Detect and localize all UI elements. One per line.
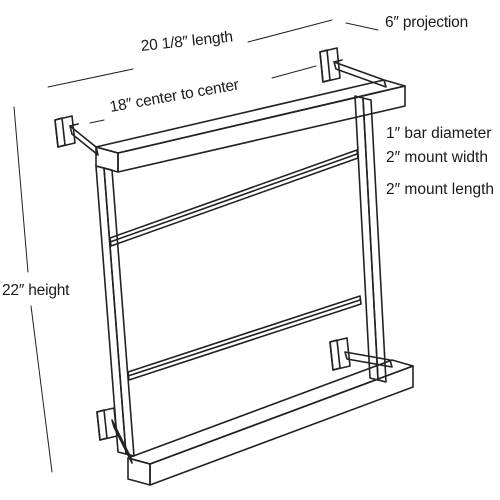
- spec-mount-length: 2″ mount length: [386, 181, 495, 198]
- spec-mount-width: 2″ mount width: [386, 149, 488, 166]
- bottom-bar: [127, 359, 414, 486]
- top-bar: [95, 79, 406, 173]
- wall-mount-top-right: [319, 47, 341, 83]
- spec-list: 1″ bar diameter 2″ mount width 2″ mount …: [386, 125, 494, 199]
- bottom-arm-right: [344, 351, 393, 368]
- projection-label: 6″ projection: [385, 14, 469, 31]
- center-dimension-line: [89, 65, 317, 124]
- spec-bar-diameter: 1″ bar diameter: [386, 125, 492, 142]
- right-side-frame: [354, 95, 387, 383]
- wall-mount-top-left: [54, 115, 76, 148]
- length-dimension-line: [47, 19, 333, 88]
- projection-dimension-line: [345, 22, 379, 31]
- wall-mount-bottom-right: [329, 337, 351, 371]
- top-arm-left: [69, 123, 99, 156]
- left-side-frame: [95, 165, 135, 457]
- bottom-arm-left: [111, 419, 133, 464]
- middle-bar-upper: [109, 149, 359, 247]
- height-dimension-line: [13, 106, 53, 473]
- middle-bar-lower: [127, 295, 362, 381]
- height-label: 22″ height: [2, 282, 70, 299]
- top-arm-right: [333, 59, 387, 88]
